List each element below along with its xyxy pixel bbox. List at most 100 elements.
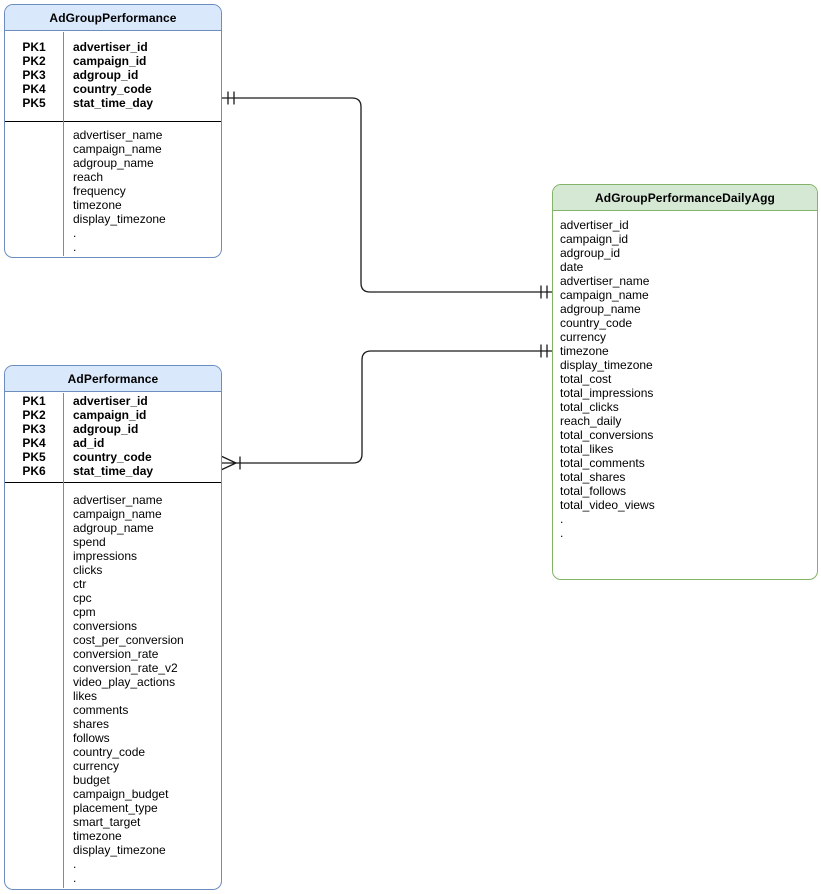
pk-field-name: stat_time_day <box>73 464 154 478</box>
field-name: shares <box>73 717 110 731</box>
field-name: country_code <box>560 316 633 330</box>
field-name: timezone <box>73 198 122 212</box>
field-name: reach_daily <box>560 414 622 428</box>
entity-adperformance: AdPerformance PK1 PK2 PK3 PK4 PK5 PK6 ad… <box>4 365 222 890</box>
field-name: total_video_views <box>560 498 655 512</box>
cardinality-many-crowfoot-icon <box>221 455 241 471</box>
entity-title: AdGroupPerformance <box>5 5 221 31</box>
primary-key-section: PK1 PK2 PK3 PK4 PK5 advertiser_id campai… <box>5 31 221 122</box>
pk-field-name: adgroup_id <box>73 68 139 82</box>
field-name: campaign_name <box>560 288 649 302</box>
field-name: adgroup_name <box>73 156 154 170</box>
entity-title: AdPerformance <box>5 366 221 392</box>
relationship-line-adperformance-dailyagg <box>235 350 553 464</box>
pk-tag: PK2 <box>22 54 46 68</box>
entity-adgroupperformance: AdGroupPerformance PK1 PK2 PK3 PK4 PK5 a… <box>4 4 222 258</box>
entity-adgroupperformancedailyagg: AdGroupPerformanceDailyAgg advertiser_id… <box>552 184 818 580</box>
pk-tag: PK1 <box>22 40 46 54</box>
pk-tag: PK2 <box>22 408 46 422</box>
field-name: clicks <box>73 563 103 577</box>
pk-field-name: country_code <box>73 450 152 464</box>
pk-tag: PK3 <box>22 68 46 82</box>
field-name: total_cost <box>560 372 612 386</box>
relationship-line-adgroupperformance-dailyagg <box>221 97 553 293</box>
field-name: budget <box>73 773 110 787</box>
pk-field-name: country_code <box>73 82 152 96</box>
field-name: conversion_rate_v2 <box>73 661 178 675</box>
field-name: advertiser_id <box>560 218 629 232</box>
field-name: conversions <box>73 619 138 633</box>
field-name: timezone <box>560 344 609 358</box>
pk-tag: PK3 <box>22 422 46 436</box>
field-name: display_timezone <box>73 843 166 857</box>
field-name: campaign_budget <box>73 787 169 801</box>
field-name: reach <box>73 170 104 184</box>
field-name: conversion_rate <box>73 647 159 661</box>
field-name: date <box>560 260 584 274</box>
pk-field-name: advertiser_id <box>73 394 148 408</box>
pk-tag: PK5 <box>22 96 46 110</box>
cardinality-one-and-only-one-icon <box>227 91 235 105</box>
field-name: . <box>560 512 564 526</box>
field-name: currency <box>560 330 607 344</box>
pk-field-name: stat_time_day <box>73 96 154 110</box>
field-name: video_play_actions <box>73 675 176 689</box>
field-name: country_code <box>73 745 146 759</box>
field-name: adgroup_id <box>560 246 621 260</box>
field-name: display_timezone <box>560 358 653 372</box>
pk-tag: PK5 <box>22 450 46 464</box>
pk-field-name: campaign_id <box>73 54 147 68</box>
field-list: advertiser_name campaign_name adgroup_na… <box>5 483 221 885</box>
field-name: likes <box>73 689 98 703</box>
field-name: total_follows <box>560 484 627 498</box>
field-list: advertiser_id campaign_id adgroup_id dat… <box>553 211 817 540</box>
pk-column-divider <box>63 32 64 256</box>
field-name: total_clicks <box>560 400 619 414</box>
field-name: . <box>73 240 77 254</box>
primary-key-section: PK1 PK2 PK3 PK4 PK5 PK6 advertiser_id ca… <box>5 392 221 483</box>
field-name: impressions <box>73 549 138 563</box>
field-name: comments <box>73 703 129 717</box>
field-name: spend <box>73 535 106 549</box>
field-name: . <box>73 226 77 240</box>
field-name: campaign_name <box>73 142 162 156</box>
field-list: advertiser_name campaign_name adgroup_na… <box>5 122 221 254</box>
field-name: display_timezone <box>73 212 166 226</box>
pk-field-name: ad_id <box>73 436 105 450</box>
field-name: follows <box>73 731 110 745</box>
field-name: placement_type <box>73 801 158 815</box>
field-name: . <box>560 526 564 540</box>
field-name: total_likes <box>560 442 614 456</box>
field-name: campaign_id <box>560 232 629 246</box>
field-name: advertiser_name <box>73 493 163 507</box>
field-name: total_shares <box>560 470 626 484</box>
field-name: adgroup_name <box>560 302 641 316</box>
field-name: timezone <box>73 829 122 843</box>
cardinality-one-and-only-one-icon <box>540 285 548 299</box>
pk-field-name: adgroup_id <box>73 422 139 436</box>
entity-title: AdGroupPerformanceDailyAgg <box>553 185 817 211</box>
pk-field-name: advertiser_id <box>73 40 148 54</box>
field-name: adgroup_name <box>73 521 154 535</box>
pk-column-divider <box>63 393 64 888</box>
field-name: ctr <box>73 577 87 591</box>
field-name: campaign_name <box>73 507 162 521</box>
field-name: cpc <box>73 591 92 605</box>
field-name: . <box>73 871 77 885</box>
pk-tag: PK1 <box>22 394 46 408</box>
pk-tag: PK4 <box>22 436 46 450</box>
field-name: total_impressions <box>560 386 654 400</box>
cardinality-one-and-only-one-icon <box>540 344 548 358</box>
field-name: currency <box>73 759 120 773</box>
field-name: cost_per_conversion <box>73 633 184 647</box>
field-name: total_comments <box>560 456 645 470</box>
field-name: advertiser_name <box>560 274 650 288</box>
field-name: total_conversions <box>560 428 654 442</box>
field-name: smart_target <box>73 815 141 829</box>
pk-tag: PK6 <box>22 464 46 478</box>
field-name: frequency <box>73 184 126 198</box>
field-name: cpm <box>73 605 96 619</box>
field-name: . <box>73 857 77 871</box>
field-name: advertiser_name <box>73 128 163 142</box>
